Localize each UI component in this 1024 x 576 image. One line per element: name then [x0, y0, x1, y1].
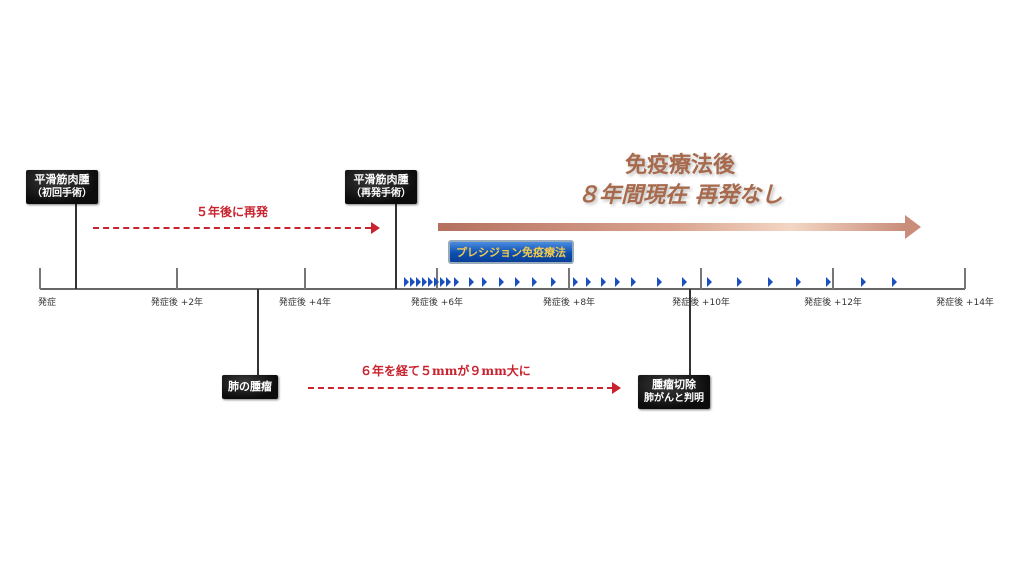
event-line-initial	[75, 190, 77, 289]
axis-tick	[176, 268, 178, 289]
axis-tick	[39, 268, 41, 289]
axis-label: 発症	[37, 298, 57, 308]
post-therapy-arrow	[438, 223, 908, 231]
axis-label: 発症後 +4年	[278, 298, 332, 308]
recurrence-dashed-arrow	[93, 227, 371, 229]
dose-marker-icon	[737, 277, 742, 287]
event-lung-tumor: 肺の腫瘤	[222, 375, 278, 399]
axis-tick	[304, 268, 306, 289]
dose-marker-icon	[892, 277, 897, 287]
dose-marker-icon	[434, 277, 439, 287]
dose-marker-icon	[796, 277, 801, 287]
dose-marker-icon	[601, 277, 606, 287]
growth-label: ６年を経て５mmが９mm大に	[360, 364, 531, 378]
timeline-axis	[40, 288, 965, 290]
dose-marker-icon	[499, 277, 504, 287]
dose-marker-icon	[682, 277, 687, 287]
dose-marker-icon	[826, 277, 831, 287]
event-sub: 肺がんと判明	[644, 393, 704, 404]
event-line-lung-tumor	[257, 289, 259, 377]
axis-tick	[964, 268, 966, 289]
dose-marker-icon	[428, 277, 433, 287]
event-sub: （再発手術）	[351, 188, 411, 199]
event-title: 肺の腫瘤	[228, 380, 272, 393]
arrow-head-icon	[612, 382, 621, 394]
dose-marker-icon	[586, 277, 591, 287]
dose-marker-icon	[532, 277, 537, 287]
axis-label: 発症後 +8年	[542, 298, 596, 308]
dose-marker-icon	[657, 277, 662, 287]
dose-marker-icon	[469, 277, 474, 287]
axis-label: 発症後 +14年	[936, 298, 994, 308]
headline: 免疫療法後 ８年間現在 再発なし	[540, 150, 820, 210]
axis-tick	[700, 268, 702, 289]
dose-marker-icon	[551, 277, 556, 287]
dose-marker-icon	[707, 277, 712, 287]
axis-label: 発症後 +10年	[672, 298, 730, 308]
therapy-badge: プレシジョン免疫療法	[448, 240, 574, 264]
dose-marker-icon	[573, 277, 578, 287]
axis-label: 発症後 +12年	[804, 298, 862, 308]
event-resection: 腫瘤切除 肺がんと判明	[638, 375, 710, 409]
event-title: 平滑筋肉腫	[34, 173, 90, 186]
headline-line2: ８年間現在 再発なし	[577, 182, 783, 208]
dose-marker-icon	[404, 277, 409, 287]
axis-label: 発症後 +2年	[150, 298, 204, 308]
growth-dashed-arrow	[308, 387, 613, 389]
dose-marker-icon	[416, 277, 421, 287]
event-initial-surgery: 平滑筋肉腫 （初回手術）	[26, 170, 98, 204]
event-title: 腫瘤切除	[652, 378, 696, 391]
dose-marker-icon	[515, 277, 520, 287]
dose-marker-icon	[631, 277, 636, 287]
dose-marker-icon	[410, 277, 415, 287]
recurrence-label: ５年後に再発	[196, 205, 269, 219]
dose-marker-icon	[861, 277, 866, 287]
axis-label: 発症後 +6年	[410, 298, 464, 308]
arrow-head-icon	[371, 222, 380, 234]
event-sub: （初回手術）	[32, 188, 92, 199]
dose-marker-icon	[422, 277, 427, 287]
dose-marker-icon	[440, 277, 445, 287]
event-title: 平滑筋肉腫	[353, 173, 409, 186]
axis-tick	[568, 268, 570, 289]
event-line-resection	[689, 289, 691, 377]
axis-tick	[832, 268, 834, 289]
event-recurrence-surgery: 平滑筋肉腫 （再発手術）	[345, 170, 417, 204]
dose-marker-icon	[768, 277, 773, 287]
dose-marker-icon	[446, 277, 451, 287]
arrow-head-icon	[905, 215, 921, 239]
event-line-recurrence	[395, 190, 397, 289]
dose-marker-icon	[454, 277, 459, 287]
headline-line1: 免疫療法後	[624, 152, 735, 178]
dose-marker-icon	[615, 277, 620, 287]
dose-marker-icon	[482, 277, 487, 287]
